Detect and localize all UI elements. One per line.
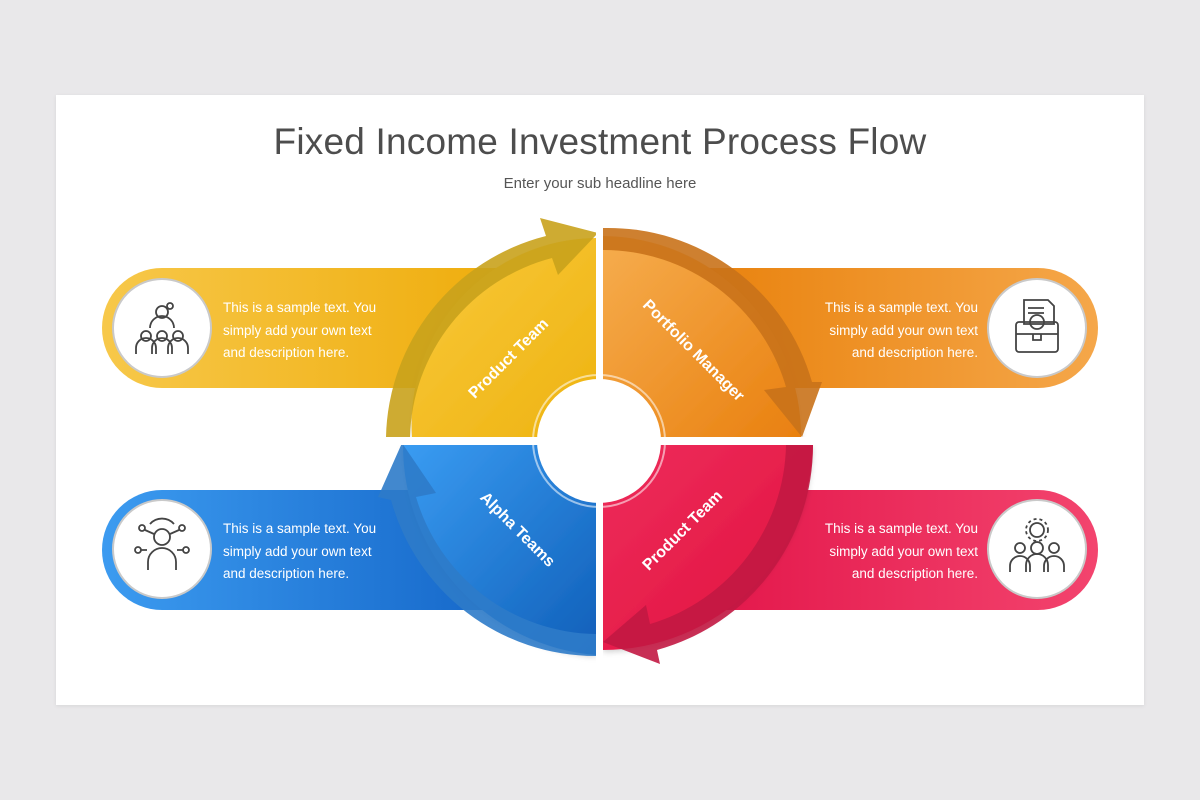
description-alpha-teams: This is a sample text. You simply add yo…	[223, 521, 377, 581]
arrow-band-bottom-right	[603, 445, 814, 664]
briefcase-document-icon	[1015, 299, 1059, 353]
slide-subtitle: Enter your sub headline here	[503, 175, 697, 192]
group-gear-icon	[1009, 518, 1065, 572]
team-gear-icon	[135, 302, 189, 354]
center-cross	[566, 404, 632, 478]
icon-circle-bottom-left	[112, 499, 212, 599]
quadrant-portfolio-manager	[603, 236, 802, 437]
slide-title: Fixed Income Investment Process Flow	[273, 121, 927, 162]
icon-circle-top-left	[112, 278, 212, 378]
quadrant-alpha-teams	[402, 445, 596, 655]
person-network-icon	[134, 517, 190, 570]
arrow-band-top-left	[386, 218, 598, 437]
arrow-band-bottom-left	[378, 443, 596, 657]
center-hub-ring	[532, 374, 666, 508]
quadrant-product-team-bottom	[603, 445, 813, 650]
description-portfolio-manager: This is a sample text. You simply add yo…	[824, 300, 978, 360]
description-product-team-top: This is a sample text. You simply add yo…	[223, 300, 377, 360]
description-product-team-bottom: This is a sample text. You simply add yo…	[824, 521, 978, 581]
icon-circle-bottom-right	[987, 499, 1087, 599]
arrow-band-top-right	[603, 227, 822, 437]
icon-circle-top-right	[987, 278, 1087, 378]
quadrant-product-team-top	[411, 238, 596, 437]
